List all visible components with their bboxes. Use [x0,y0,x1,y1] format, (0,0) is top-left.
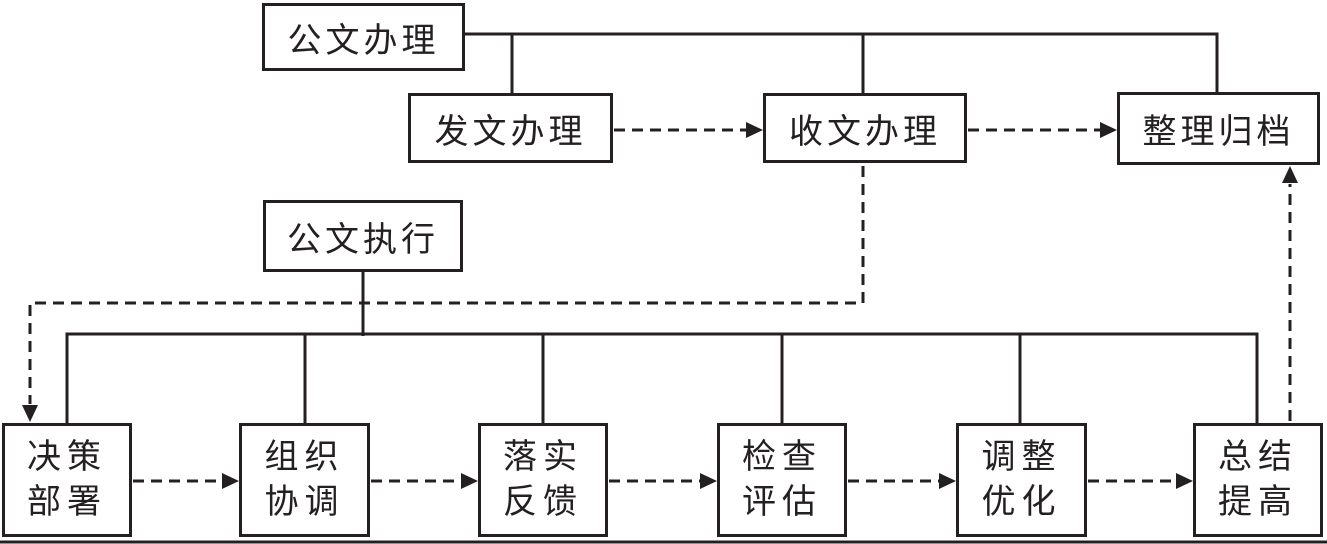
node-label: 公文办理 [287,20,440,61]
node-shouwen-banli: 收文办理 [763,93,967,163]
node-label-line1: 调整 [981,437,1062,477]
node-label-line1: 总结 [1218,437,1298,477]
arrowhead-down-icon [22,405,38,422]
node-gongwen-zhixing: 公文执行 [263,200,463,272]
node-label-line2: 评估 [742,482,822,522]
arrowhead-right-icon [939,473,956,489]
node-tiaozheng-youhua: 调整 优化 [956,423,1087,537]
arrowhead-right-icon [222,473,239,489]
node-label-line1: 决策 [27,437,107,477]
node-label: 收文办理 [789,111,941,152]
connector-bottom-rail [65,332,1259,423]
node-label: 整理归档 [1142,112,1295,152]
node-label-line1: 落实 [503,437,583,477]
node-label: 发文办理 [434,111,587,152]
dashed-connectors [28,128,1292,483]
node-label-line2: 优化 [981,482,1062,522]
node-label-line2: 提高 [1218,482,1298,522]
node-label-line2: 部署 [27,482,107,522]
node-gongwen-banli: 公文办理 [262,3,465,71]
arrowhead-right-icon [1176,473,1193,489]
node-label: 公文执行 [287,219,439,260]
node-label-line1: 组织 [264,437,345,477]
arrowhead-right-icon [746,122,763,138]
node-zhengli-guidang: 整理归档 [1117,92,1320,165]
arrowhead-up-icon [1282,166,1298,183]
node-fawen-banli: 发文办理 [408,93,613,163]
connector-top-rail [465,32,1219,92]
node-luoshi-fankui: 落实 反馈 [478,423,608,537]
node-jiancha-pinggu: 检查 评估 [717,423,847,537]
node-label-line1: 检查 [742,437,822,477]
node-label-line2: 协调 [264,482,345,522]
arrowheads [22,122,1298,489]
arrowhead-right-icon [1100,122,1117,138]
node-label-line2: 反馈 [503,482,583,522]
node-juece-bushu: 决策 部署 [2,423,132,537]
solid-connectors [0,32,1327,544]
arrowhead-right-icon [700,473,717,489]
arrowhead-right-icon [461,473,478,489]
node-zongjie-tigao: 总结 提高 [1193,423,1323,537]
node-zuzhi-xietiao: 组织 协调 [239,423,370,537]
